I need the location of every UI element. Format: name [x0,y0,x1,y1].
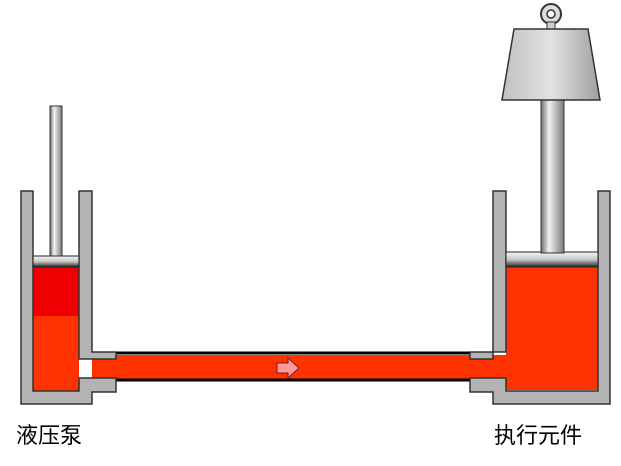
pump-cylinder-wall-right [78,190,117,360]
actuator-cylinder-wall [469,190,611,405]
pump-piston [32,255,80,268]
pump-cylinder-housing [20,190,117,405]
pump-fluid-upper [33,266,79,316]
actuator-label: 执行元件 [494,424,583,449]
actuator-rod [540,99,565,254]
pump-fluid-lower [33,315,79,391]
actuator-cylinder-housing [469,190,507,360]
pump-rod [49,105,63,257]
arrow-right-icon [276,356,300,380]
actuator-fluid [506,266,598,390]
pipe-fluid [92,355,506,379]
weight-icon [501,3,601,101]
pump-label: 液压泵 [16,424,83,449]
actuator-piston [505,251,599,268]
